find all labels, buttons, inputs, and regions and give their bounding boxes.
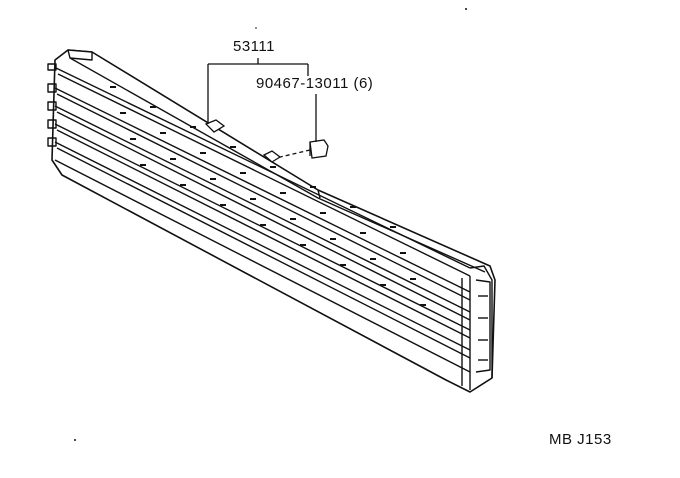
part-number-label-clip: 90467-13011 (6): [256, 75, 374, 92]
leader-lines: [207, 58, 317, 159]
radiator-grille: [47, 49, 496, 393]
diagram-code-label: MB J153: [549, 431, 612, 448]
grille-clip: [309, 139, 329, 159]
scan-specks: [74, 8, 467, 441]
grille-slot-marks: [110, 86, 426, 306]
mounting-tabs: [204, 119, 282, 163]
part-number-label-main: 53111: [233, 38, 275, 55]
